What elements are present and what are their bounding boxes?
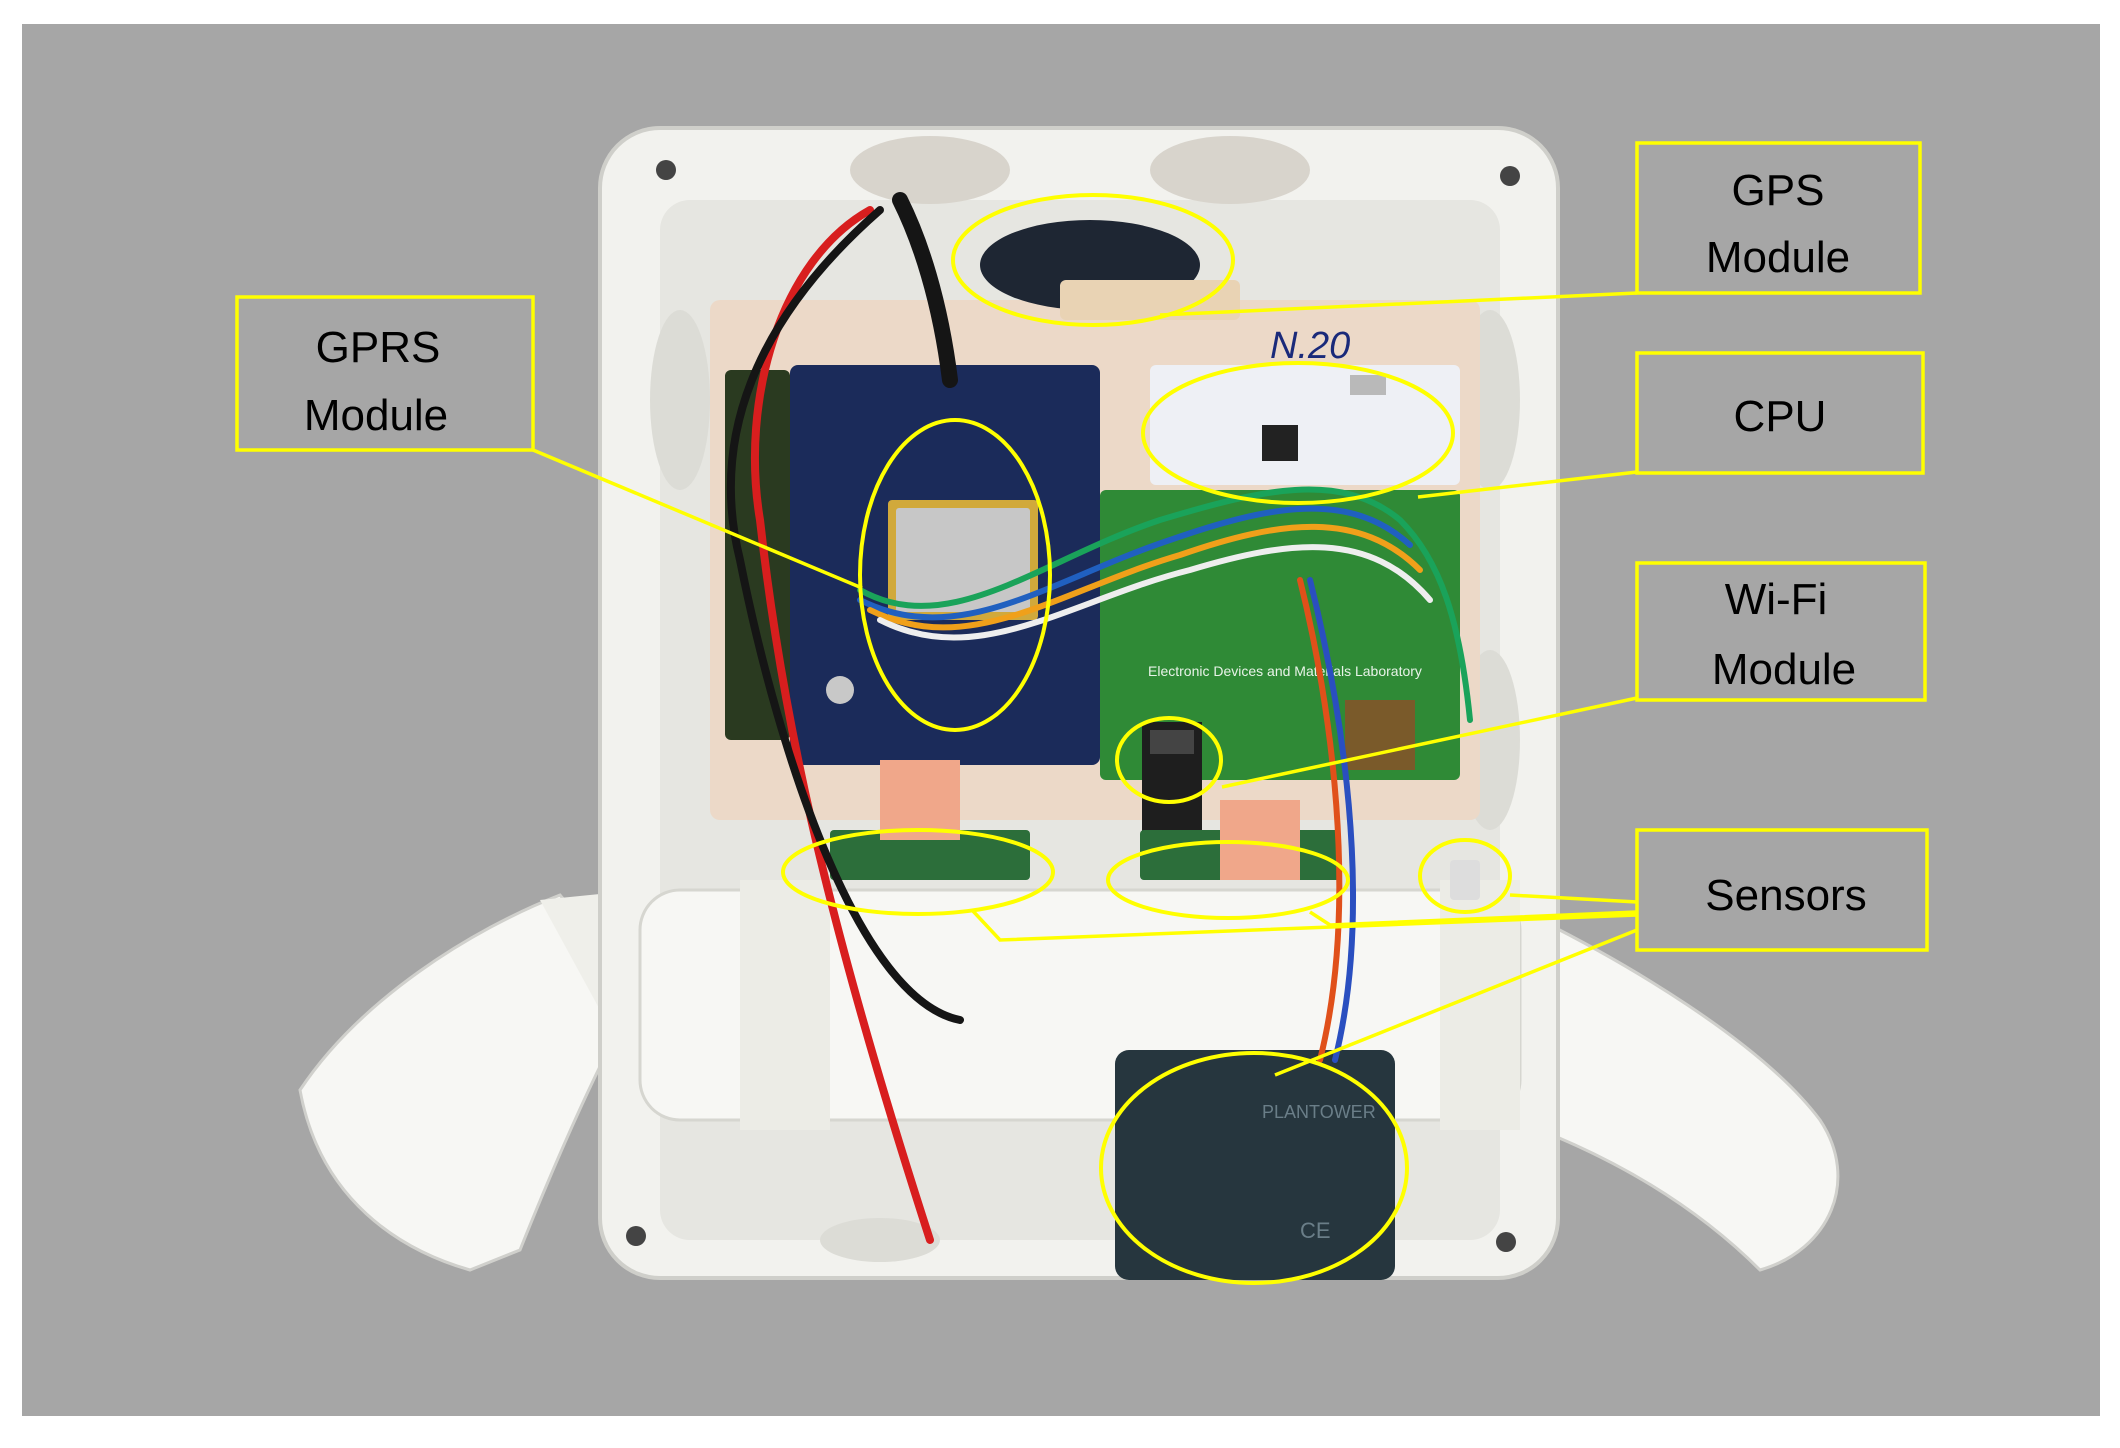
gprs-highlight [858, 418, 1052, 732]
lab-silkscreen: Electronic Devices and Materials Laborat… [1148, 663, 1422, 679]
sensors-leader-4 [1274, 928, 1638, 1077]
gps-leader [1159, 291, 1638, 317]
gps-highlight [951, 193, 1235, 327]
label-sensors-line1: Sensors [1705, 871, 1866, 920]
cable-gland [1150, 136, 1310, 204]
label-gps-line1: GPS [1732, 166, 1825, 215]
leader-lines [532, 291, 1638, 1077]
wifi-highlight [1115, 716, 1223, 804]
label-gprs: GPRS Module [235, 295, 535, 452]
label-gps-line2: Module [1706, 233, 1850, 282]
board-id-marking: N.20 [1270, 325, 1350, 367]
cable-gland [820, 1218, 940, 1262]
particulate-sensor: PLANTOWER CE [1115, 1050, 1395, 1280]
sensor-board [830, 830, 1030, 880]
sensors-leader-2 [1309, 910, 1638, 927]
sensor-brand-text: PLANTOWER [1262, 1102, 1376, 1122]
label-cpu: CPU [1635, 351, 1925, 475]
label-wifi-line2: Module [1712, 645, 1856, 694]
cable-gland [850, 136, 1010, 204]
label-gps: GPS Module [1635, 141, 1922, 295]
label-gprs-line2: Module [304, 391, 448, 440]
ce-mark: CE [1300, 1218, 1331, 1243]
label-wifi-line1: Wi-Fi [1725, 575, 1828, 624]
cpu-board [1150, 365, 1460, 485]
cables [726, 192, 1473, 1244]
sensors-leader-1 [970, 908, 1638, 942]
screw [656, 160, 676, 180]
connector [880, 760, 960, 840]
right-pipe-elbow [1538, 917, 1840, 1272]
label-sensors: Sensors [1635, 828, 1929, 952]
cpu-leader [1417, 470, 1638, 499]
sensor-highlight-4 [1099, 1051, 1409, 1285]
gprs-leader [532, 448, 863, 590]
sensors-leader-3 [1509, 893, 1638, 904]
label-gprs-line1: GPRS [316, 323, 441, 372]
screw [626, 1226, 646, 1246]
sensor-highlight-3 [1418, 838, 1512, 914]
humidity-sensor [1450, 860, 1480, 900]
cable-gland [650, 310, 710, 490]
sensor-highlight-2 [1106, 840, 1350, 920]
label-cpu-line1: CPU [1734, 392, 1827, 441]
sensor-highlight-1 [781, 828, 1055, 916]
wifi-leader [1221, 696, 1638, 789]
main-pcb: Electronic Devices and Materials Laborat… [1100, 490, 1460, 780]
connector [1220, 800, 1300, 880]
label-wifi: Wi-Fi Module [1635, 561, 1927, 702]
cpu-highlight [1141, 361, 1455, 505]
screw [1500, 166, 1520, 186]
annotation-ellipses [781, 193, 1512, 1285]
screw [1496, 1232, 1516, 1252]
gps-antenna [980, 220, 1240, 320]
